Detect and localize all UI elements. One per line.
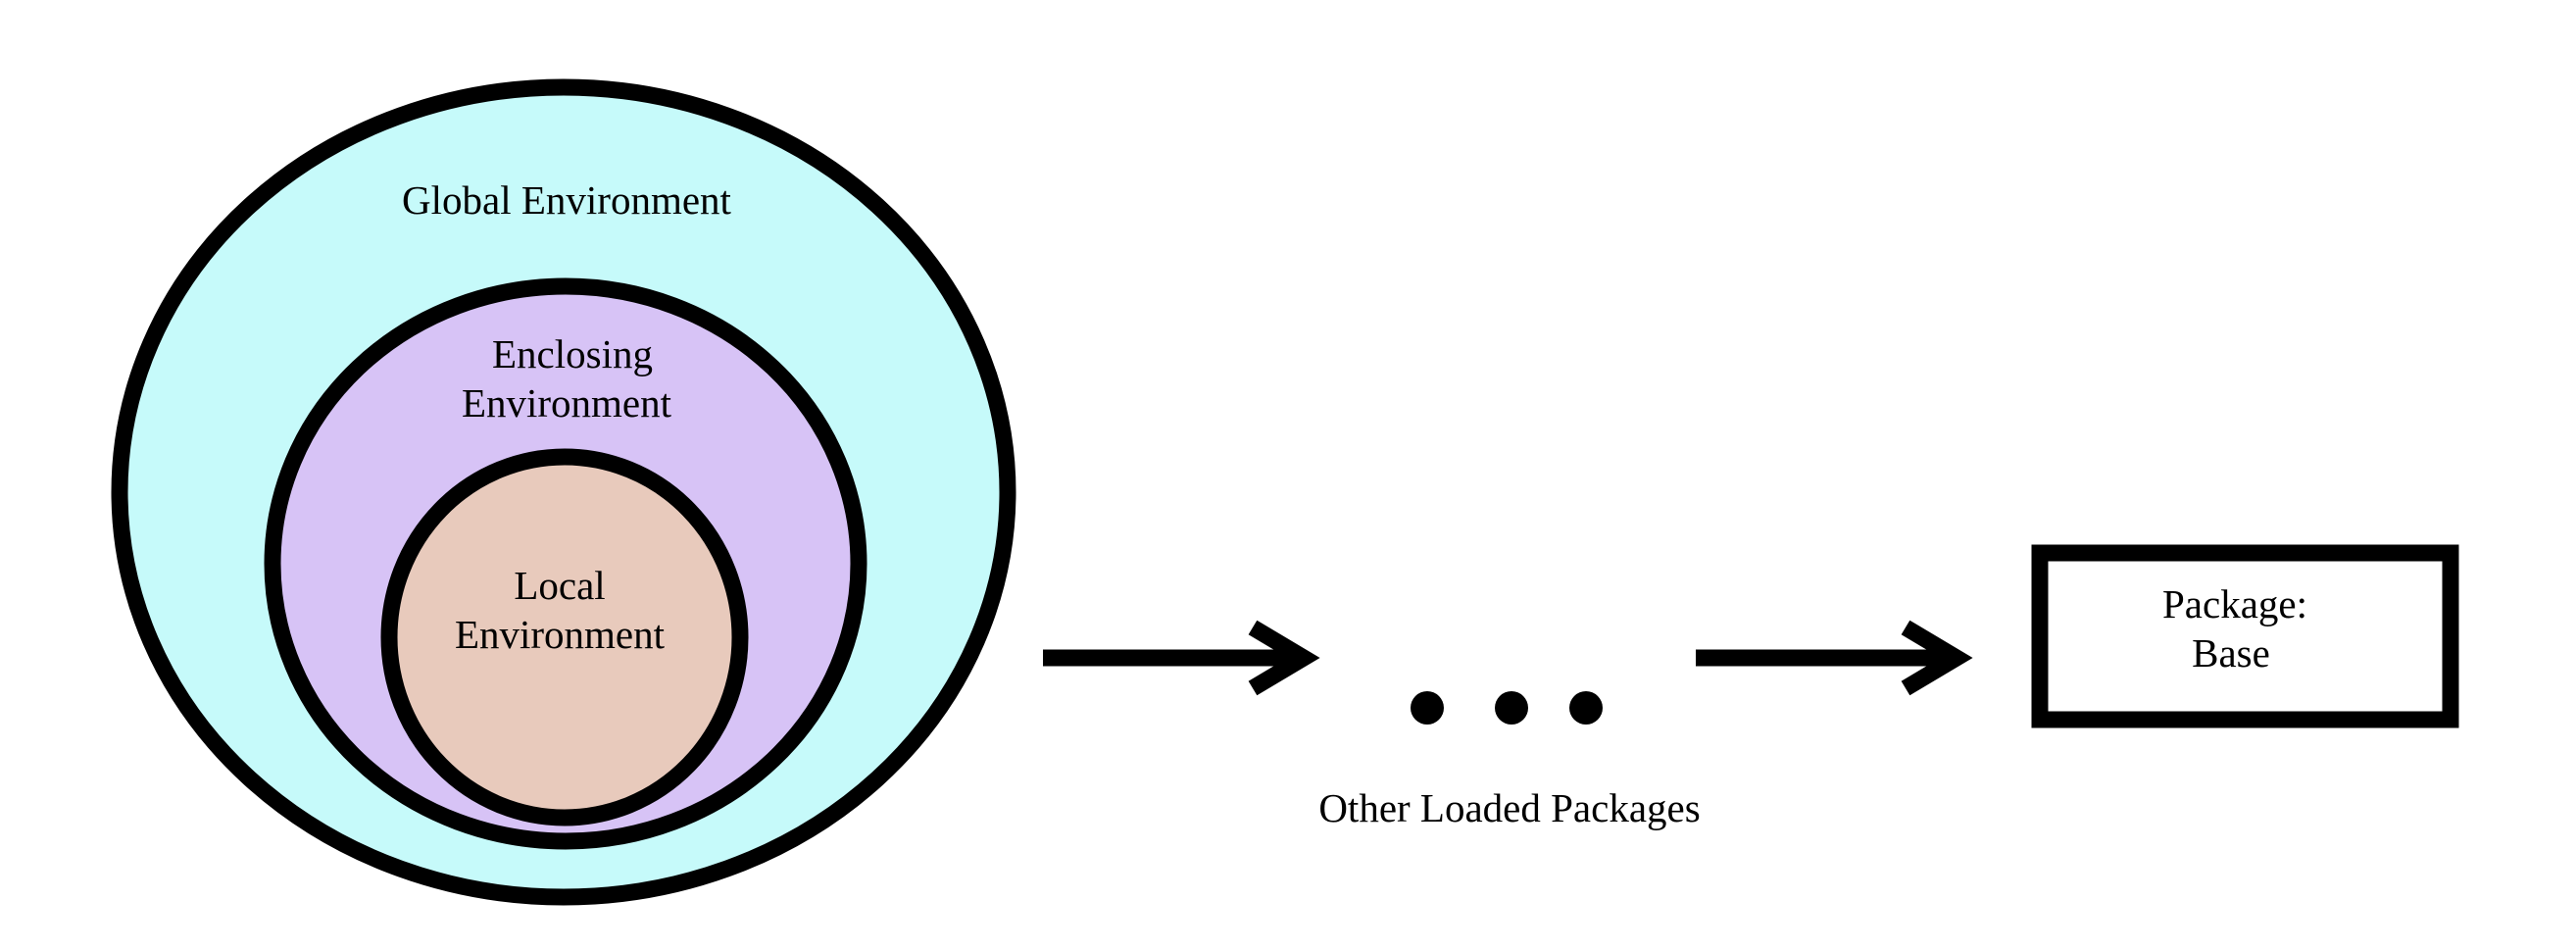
- arrow-to-other-packages: [1043, 620, 1320, 696]
- base-package-box: [2031, 544, 2459, 728]
- enclosing-environment-label-line1: Enclosing: [492, 331, 653, 376]
- local-environment-circle: [380, 448, 749, 826]
- ellipsis-dot: [1411, 691, 1444, 725]
- arrow-to-base-package: [1696, 620, 1973, 696]
- base-package-label-line2: Base: [2192, 630, 2270, 676]
- local-environment-label-line1: Local: [514, 563, 605, 608]
- other-loaded-packages-label: Other Loaded Packages: [1318, 785, 1700, 830]
- ellipsis-dot: [1495, 691, 1528, 725]
- ellipsis-dots: [1411, 691, 1603, 725]
- enclosing-environment-label-line2: Environment: [462, 380, 672, 425]
- local-environment-label-line2: Environment: [455, 612, 666, 657]
- global-environment-label: Global Environment: [402, 177, 732, 223]
- base-package-label-line1: Package:: [2162, 581, 2307, 626]
- ellipsis-dot: [1569, 691, 1603, 725]
